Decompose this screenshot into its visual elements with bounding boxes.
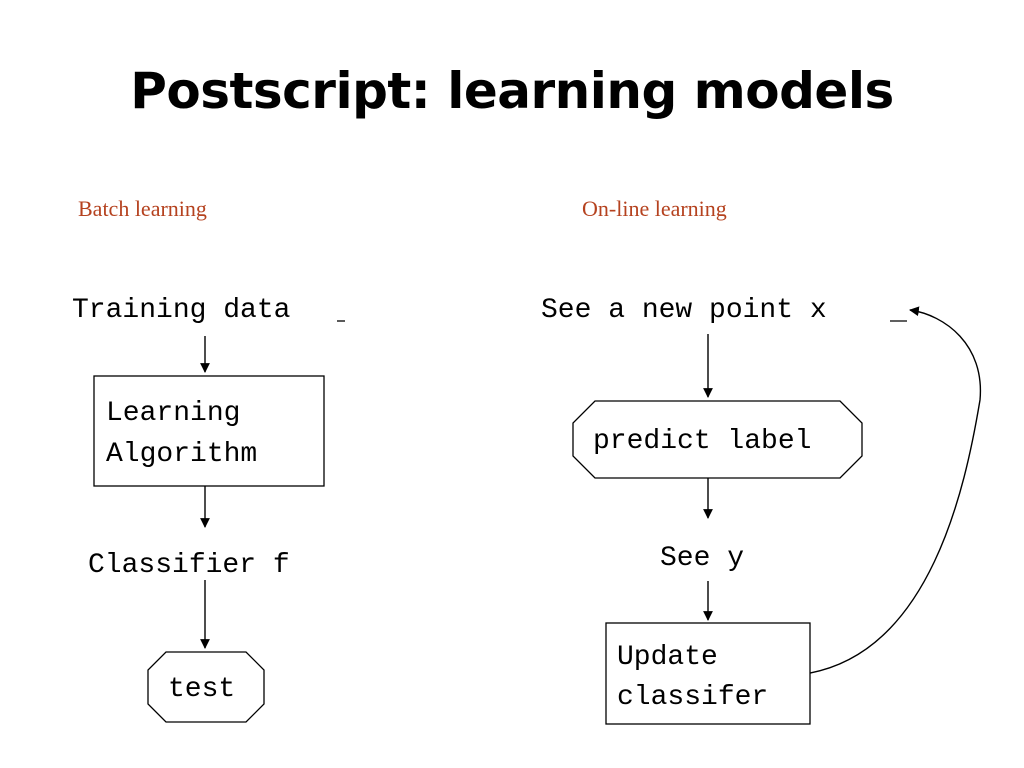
see-y-text: See y — [660, 543, 744, 574]
online-learning-label: On-line learning — [582, 196, 727, 221]
test-octagon — [147, 651, 265, 723]
training-data-text: Training data — [72, 295, 290, 326]
predict-label-text: predict label — [593, 426, 811, 457]
feedback-loop-arrow — [809, 306, 982, 674]
learning-algorithm-box — [93, 375, 325, 487]
see-new-point-text: See a new point x — [541, 295, 827, 326]
learning-algorithm-line-2: Algorithm — [106, 439, 257, 470]
update-classifier-line-2: classifer — [617, 682, 768, 713]
batch-learning-label: Batch learning — [78, 196, 207, 221]
learning-algorithm-line-1: Learning — [106, 398, 240, 429]
update-classifier-box — [605, 622, 811, 725]
update-classifier-line-1: Update — [617, 642, 718, 673]
slide-title: Postscript: learning models — [130, 62, 894, 120]
predict-label-octagon — [572, 400, 863, 479]
classifier-text: Classifier f — [88, 550, 290, 581]
test-text: test — [168, 674, 235, 705]
